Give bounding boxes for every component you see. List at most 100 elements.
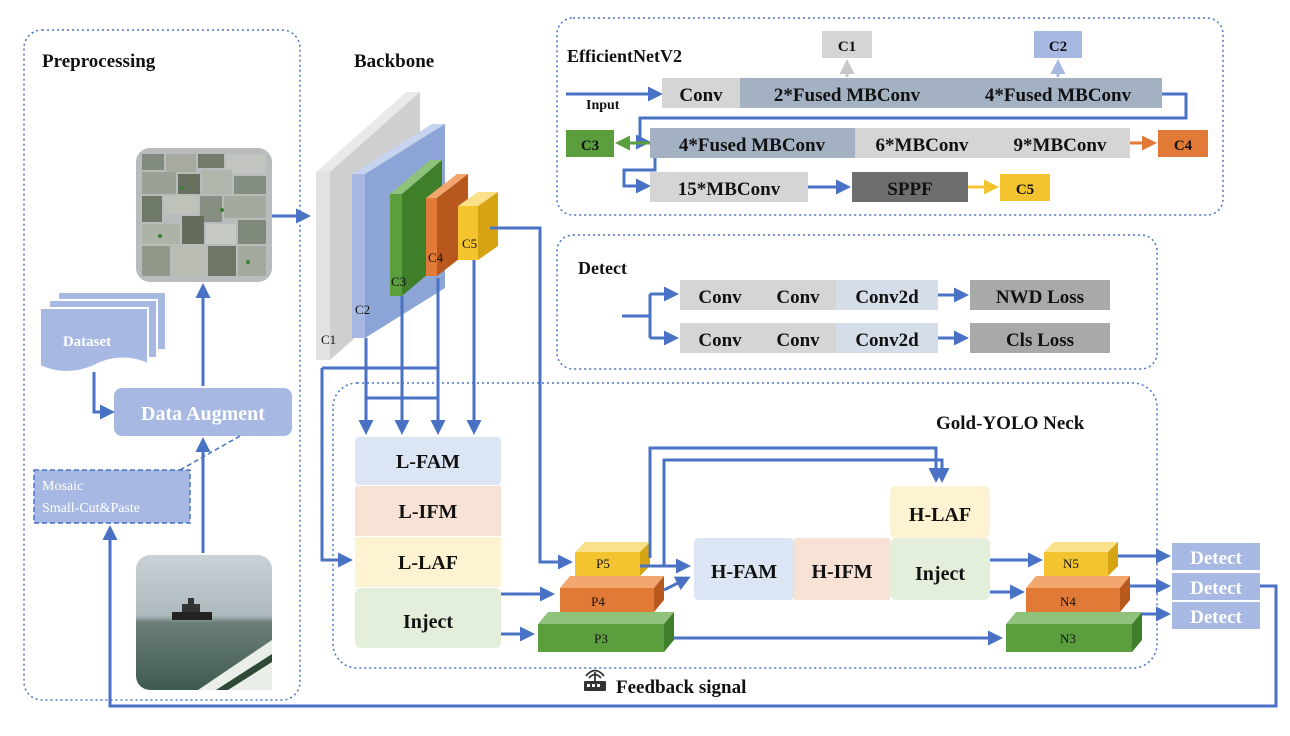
enet-c4-badge: [1158, 130, 1208, 157]
det-conv-a2: [760, 280, 836, 310]
p4-block: [560, 576, 664, 612]
nwd-loss-label: NWD Loss: [996, 287, 1084, 308]
n5-block: [1044, 542, 1118, 576]
det-conv-b2: [760, 323, 836, 353]
enet-c3-badge: [566, 130, 614, 157]
mosaic-label: Mosaic: [42, 479, 83, 494]
detect-out-2-label: Detect: [1190, 578, 1242, 599]
data-augment-box: [114, 388, 292, 436]
inject-right-block: [890, 538, 990, 600]
hifm-block: [794, 538, 890, 600]
det-conv2d-a: [836, 280, 938, 310]
arrow-row2-to-row3: [622, 158, 657, 194]
lfam-label: L-FAM: [396, 451, 460, 473]
backbone-c3-label: C3: [391, 274, 406, 289]
hlaf-block: [890, 486, 990, 538]
detect-out-1: [1172, 543, 1260, 570]
backbone-c5-slab: [458, 192, 498, 260]
input-label: Input: [586, 98, 620, 113]
detect-title: Detect: [578, 258, 627, 278]
llaf-label: L-LAF: [398, 552, 458, 574]
det-conv-a2-label: Conv: [776, 287, 820, 308]
enet-c2-label: C2: [1049, 39, 1067, 55]
backbone-c5-label: C5: [462, 236, 477, 251]
enet-c5-label: C5: [1016, 182, 1034, 198]
backbone-c2-label: C2: [355, 302, 370, 317]
enet-c1-badge: [822, 31, 872, 58]
mosaic-dashed-link: [179, 435, 241, 471]
p5-block: [575, 542, 650, 576]
enet-mb9-label: 9*MBConv: [1014, 135, 1107, 156]
enet-fused2-block: [740, 78, 955, 108]
enet-sppf-block: [852, 172, 968, 202]
backbone-c1-label: C1: [321, 332, 336, 347]
enet-mb15-label: 15*MBConv: [678, 179, 781, 200]
det-conv-b1-label: Conv: [698, 330, 742, 351]
n4-block: [1026, 576, 1130, 612]
detect-fork: [622, 294, 652, 338]
enet-fused4b-block: [650, 128, 855, 158]
arrow-dataset-to-augment: [92, 372, 115, 420]
feedback-loop: [102, 525, 1278, 708]
lifm-block: [355, 486, 501, 536]
p4-label: P4: [591, 594, 605, 609]
preprocessing-panel: [23, 29, 301, 701]
dataset-label: Dataset: [63, 334, 111, 350]
hifm-label: H-IFM: [811, 561, 872, 583]
det-conv2d-b: [836, 323, 938, 353]
data-augment-label: Data Augment: [141, 403, 265, 425]
p5-label: P5: [596, 556, 610, 571]
enet-sppf-label: SPPF: [887, 179, 932, 200]
cls-loss-block: [970, 323, 1110, 353]
inject-left-block: [355, 588, 501, 648]
lfam-block: [355, 437, 501, 485]
det-conv2d-b-label: Conv2d: [855, 330, 919, 351]
router-icon: [584, 669, 606, 691]
neck-title: Gold-YOLO Neck: [936, 413, 1085, 434]
inject-right-label: Inject: [915, 563, 965, 585]
enet-c3-label: C3: [581, 138, 599, 154]
enet-mb9-block: [990, 128, 1130, 158]
inject-left-label: Inject: [403, 611, 453, 633]
p-to-high-connectors: [640, 446, 1003, 646]
det-conv2d-a-label: Conv2d: [855, 287, 919, 308]
detect-out-1-label: Detect: [1190, 548, 1242, 569]
detect-out-3: [1172, 602, 1260, 629]
enet-c2-badge: [1034, 31, 1082, 58]
cls-loss-label: Cls Loss: [1006, 330, 1074, 351]
p3-block: [538, 612, 674, 652]
preprocessing-title: Preprocessing: [42, 51, 156, 72]
det-conv-a1: [680, 280, 760, 310]
lifm-label: L-IFM: [399, 501, 458, 523]
ship-photo: [136, 555, 272, 690]
small-cut-paste-label: Small-Cut&Paste: [42, 501, 140, 516]
enet-mb15-block: [650, 172, 808, 202]
n3-block: [1006, 612, 1142, 652]
det-conv-a1-label: Conv: [698, 287, 742, 308]
detect-out-2: [1172, 573, 1260, 600]
det-conv-b2-label: Conv: [776, 330, 820, 351]
neck-panel: [332, 382, 1158, 669]
backbone-title: Backbone: [354, 51, 434, 72]
mosaic-image: [136, 148, 272, 282]
hlaf-label: H-LAF: [909, 504, 971, 526]
efficientnet-panel: [556, 17, 1224, 216]
n3-label: N3: [1060, 631, 1076, 646]
det-conv-b1: [680, 323, 760, 353]
hfam-label: H-FAM: [711, 561, 777, 583]
enet-c1-label: C1: [838, 39, 856, 55]
backbone-c4-label: C4: [428, 250, 444, 265]
feedback-label: Feedback signal: [616, 677, 746, 698]
detect-out-3-label: Detect: [1190, 607, 1242, 628]
enet-c4-label: C4: [1174, 138, 1193, 154]
n4-label: N4: [1060, 594, 1076, 609]
llaf-block: [355, 537, 501, 587]
enet-conv-label: Conv: [679, 85, 723, 106]
enet-conv-block: [662, 78, 740, 108]
enet-fused4b-label: 4*Fused MBConv: [679, 135, 826, 156]
efficientnet-title: EfficientNetV2: [567, 46, 682, 66]
dataset-stack: [39, 291, 167, 373]
hfam-block: [694, 538, 794, 600]
n5-label: N5: [1063, 556, 1079, 571]
